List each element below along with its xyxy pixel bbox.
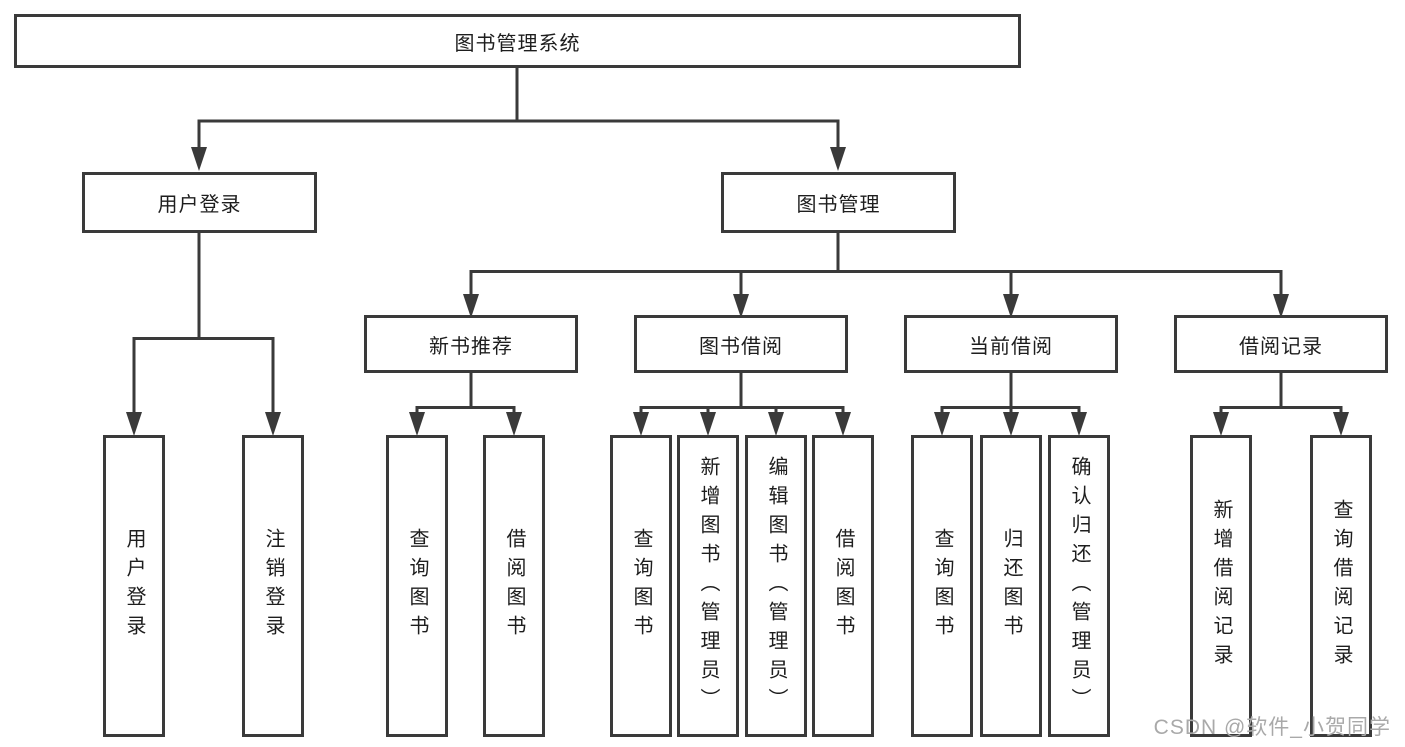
connector-user-login-to-children xyxy=(132,233,275,418)
connector-current-borrowing-to-children xyxy=(940,373,1081,418)
node-user-login: 用户登录 xyxy=(82,172,317,233)
connector-new-book-recommend-to-children xyxy=(415,373,516,418)
node-leaf-user-login: 用户登录 xyxy=(103,435,165,737)
arrowheads xyxy=(126,147,1349,436)
node-leaf-cb-confirm-return-admin: 确认归还（管理员） xyxy=(1048,435,1110,737)
node-book-borrowing: 图书借阅 xyxy=(634,315,848,373)
node-leaf-cb-return-books: 归还图书 xyxy=(980,435,1042,737)
connector-root-to-level2 xyxy=(197,68,840,152)
connector-book-management-to-level3 xyxy=(469,233,1283,300)
node-leaf-bb-borrow-books: 借阅图书 xyxy=(812,435,874,737)
node-library-system: 图书管理系统 xyxy=(14,14,1021,68)
connector-book-borrowing-to-children xyxy=(639,373,845,418)
node-leaf-logout: 注销登录 xyxy=(242,435,304,737)
node-leaf-rec-query-books: 查询图书 xyxy=(386,435,448,737)
node-leaf-bb-add-books-admin: 新增图书（管理员） xyxy=(677,435,739,737)
node-current-borrowing: 当前借阅 xyxy=(904,315,1118,373)
csdn-watermark: CSDN @软件_小贺同学 xyxy=(1153,716,1391,739)
node-leaf-br-query-record: 查询借阅记录 xyxy=(1310,435,1372,737)
node-leaf-rec-borrow-books: 借阅图书 xyxy=(483,435,545,737)
node-new-book-recommend: 新书推荐 xyxy=(364,315,578,373)
node-leaf-bb-edit-books-admin: 编辑图书（管理员） xyxy=(745,435,807,737)
connector-borrow-records-to-children xyxy=(1219,373,1343,418)
node-leaf-br-add-record: 新增借阅记录 xyxy=(1190,435,1252,737)
node-leaf-cb-query-books: 查询图书 xyxy=(911,435,973,737)
node-borrow-records: 借阅记录 xyxy=(1174,315,1388,373)
node-book-management: 图书管理 xyxy=(721,172,956,233)
node-leaf-bb-query-books: 查询图书 xyxy=(610,435,672,737)
